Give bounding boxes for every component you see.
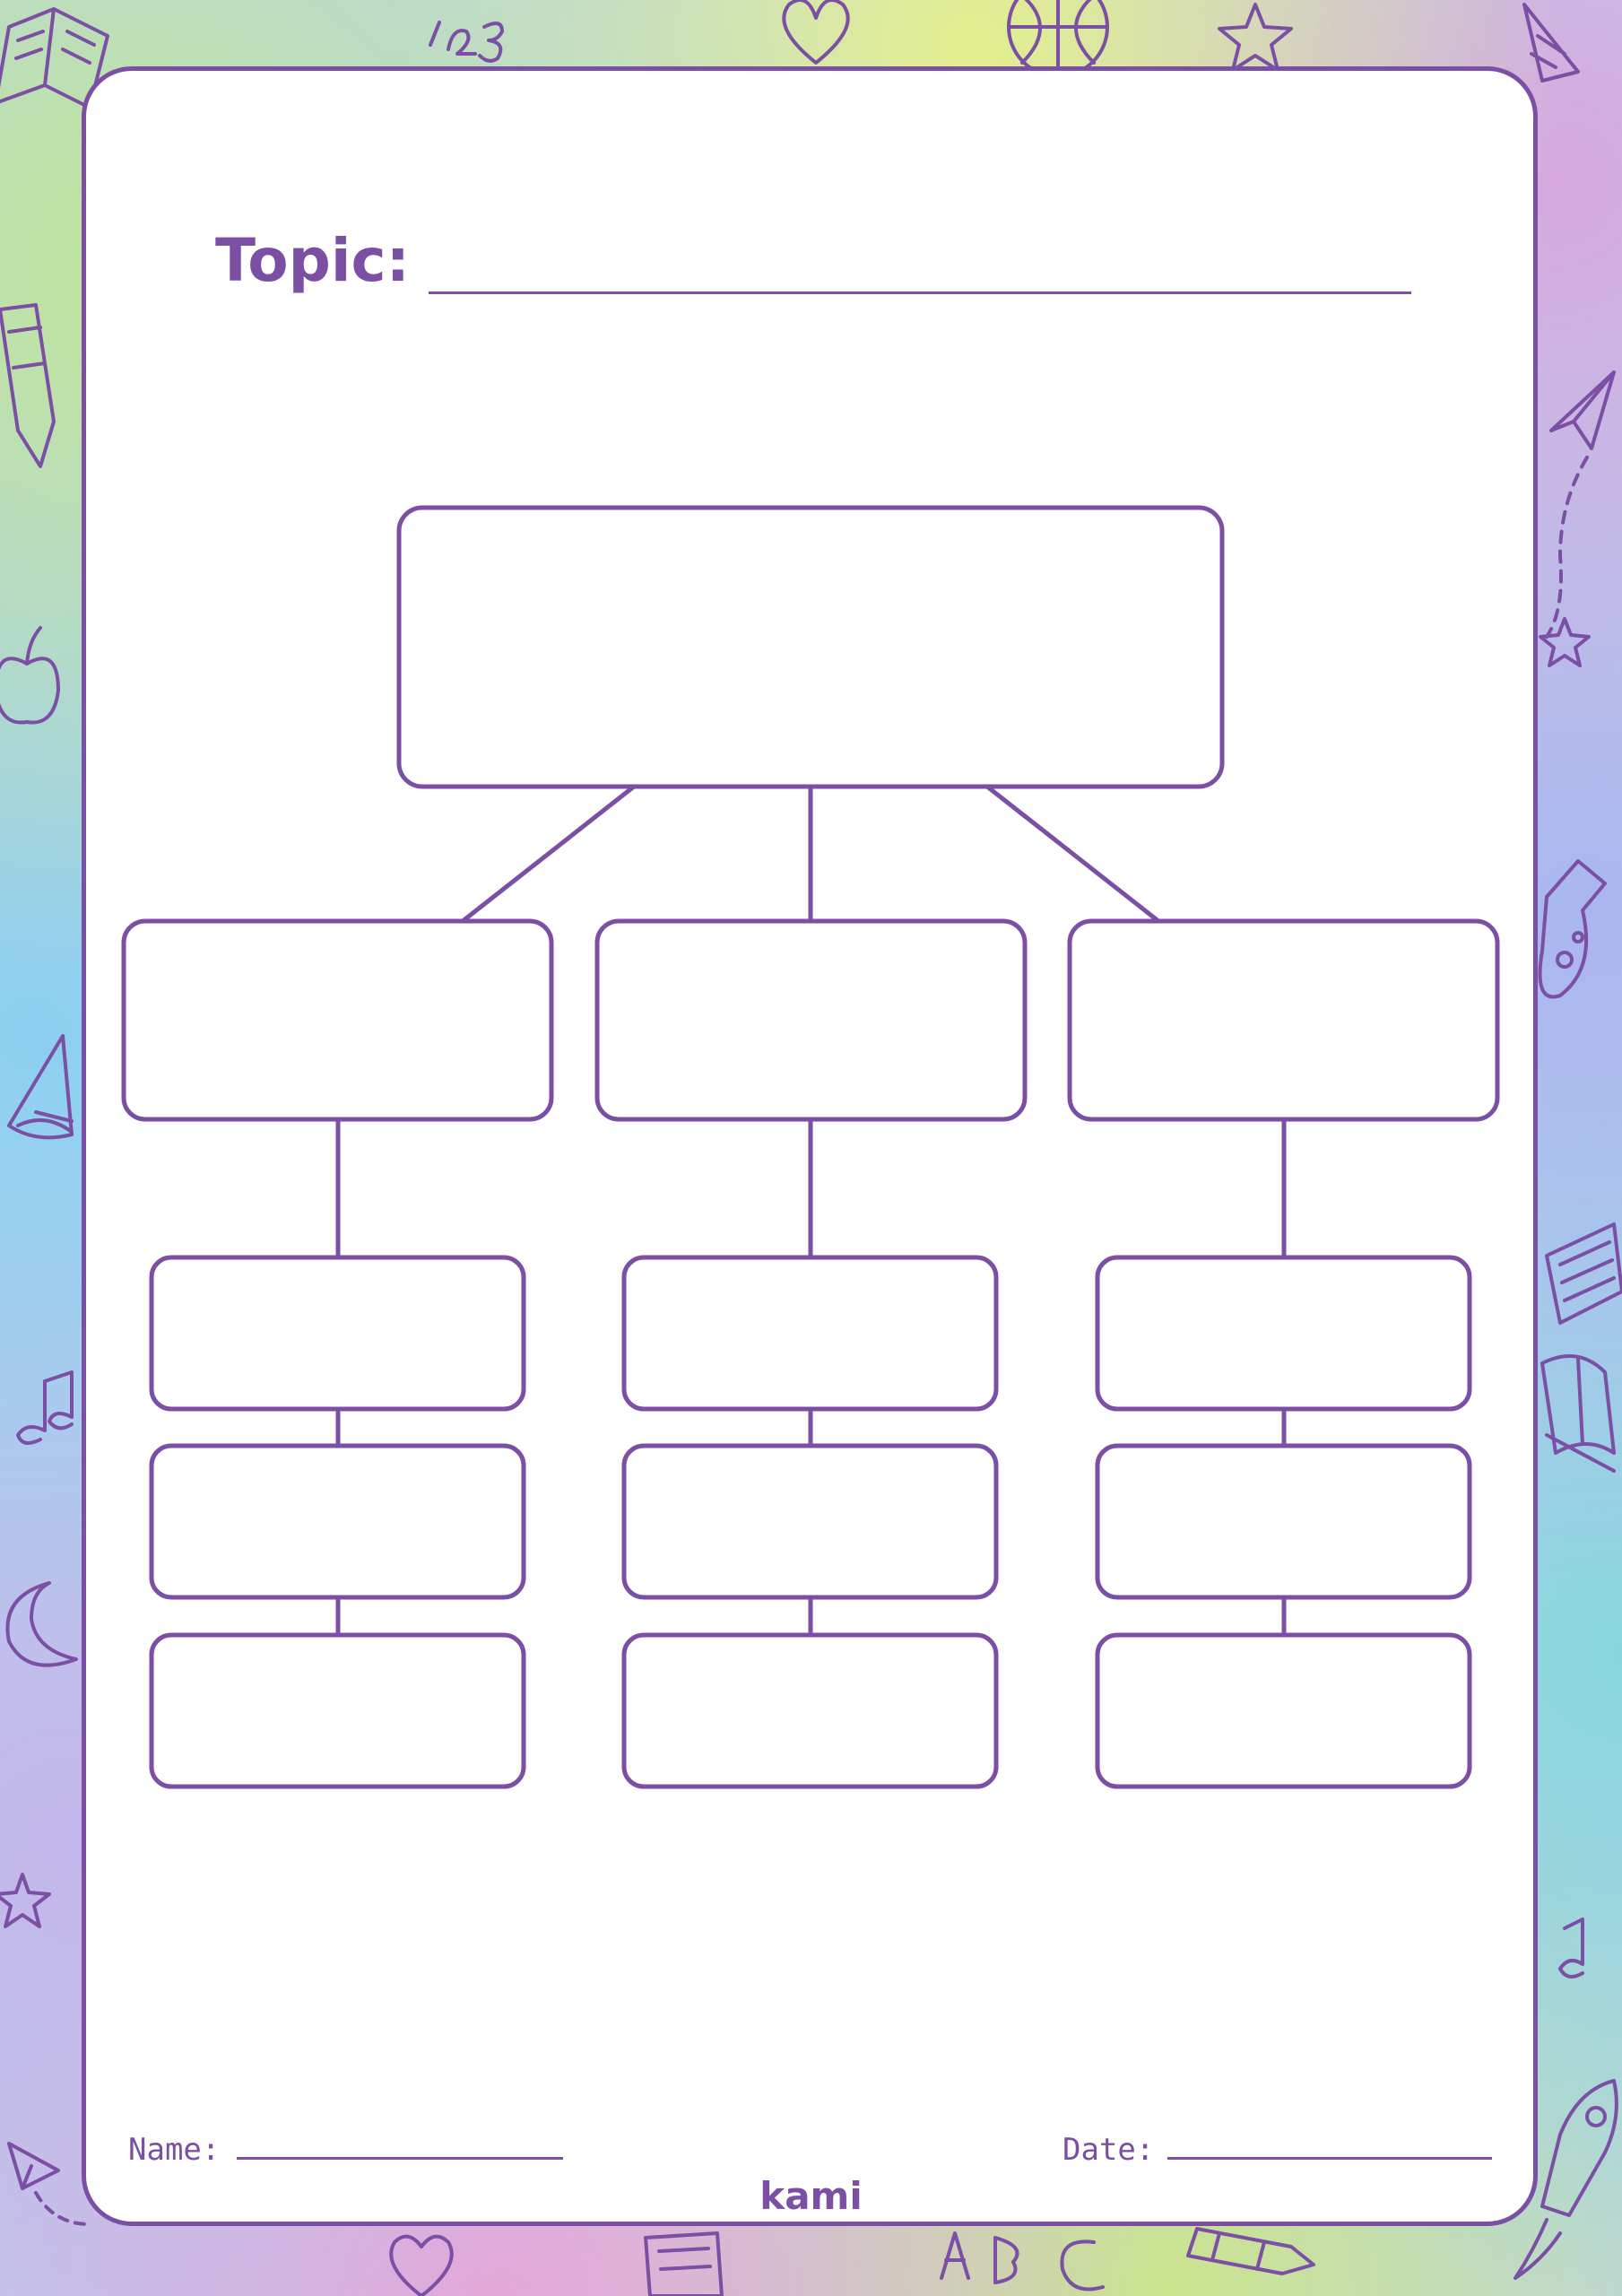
numbers-icon <box>429 21 504 63</box>
topic-answer-line[interactable] <box>429 291 1411 294</box>
root-box[interactable] <box>396 505 1225 789</box>
topic-label: Topic: <box>215 226 410 295</box>
branch-box-3[interactable] <box>1067 918 1500 1122</box>
music-note-icon <box>16 1370 74 1445</box>
leaf-box-2-1[interactable] <box>621 1255 999 1412</box>
music-note-icon <box>1558 1918 1584 1979</box>
leaf-box-1-1[interactable] <box>149 1255 526 1412</box>
branch-box-1[interactable] <box>121 918 554 1122</box>
leaf-box-1-3[interactable] <box>149 1632 526 1789</box>
leaf-box-1-2[interactable] <box>149 1443 526 1600</box>
letters-icon <box>940 2231 1105 2292</box>
rocket-icon <box>1514 2079 1618 2280</box>
notebook-icon <box>1545 1222 1622 1325</box>
leaf-box-2-3[interactable] <box>621 1632 999 1789</box>
date-answer-line[interactable] <box>1167 2157 1492 2160</box>
leaf-box-3-3[interactable] <box>1095 1632 1472 1789</box>
star-icon <box>1539 617 1591 667</box>
party-hat-icon <box>1522 3 1580 83</box>
notebook-icon <box>644 2231 724 2296</box>
paper-plane-icon <box>1545 370 1616 639</box>
name-answer-line[interactable] <box>237 2157 563 2160</box>
pencil-icon <box>0 303 56 468</box>
flask-icon <box>1538 859 1607 999</box>
crayon-icon <box>1186 2227 1315 2275</box>
star-icon <box>1218 3 1293 72</box>
open-book-icon <box>1540 1354 1616 1473</box>
moon-icon <box>5 1581 78 1667</box>
kami-logo: kami <box>759 2174 863 2218</box>
connector-root-right <box>985 785 1160 923</box>
leaf-box-3-2[interactable] <box>1095 1443 1472 1600</box>
paper-plane-icon <box>7 2142 91 2226</box>
apple-icon <box>0 626 60 725</box>
heart-icon <box>782 0 850 65</box>
star-icon <box>0 1873 51 1928</box>
date-label: Date: <box>1063 2132 1155 2168</box>
leaf-box-2-2[interactable] <box>621 1443 999 1600</box>
name-label: Name: <box>128 2132 221 2168</box>
cone-icon <box>7 1034 74 1140</box>
leaf-box-3-1[interactable] <box>1095 1255 1472 1412</box>
connector-root-left <box>461 785 636 923</box>
branch-box-2[interactable] <box>594 918 1028 1122</box>
heart-icon <box>389 2234 454 2296</box>
